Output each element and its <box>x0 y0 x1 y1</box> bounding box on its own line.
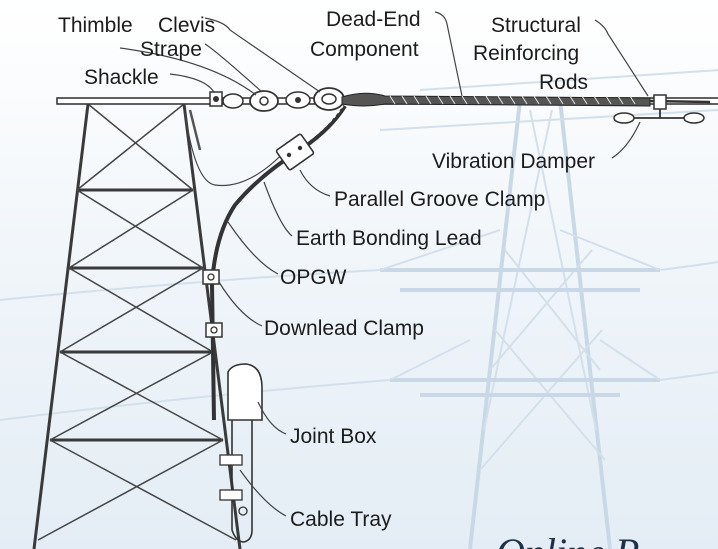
label-structural-line2: Reinforcing <box>473 42 579 65</box>
label-shackle: Shackle <box>84 66 159 89</box>
damper-clamp <box>653 94 667 110</box>
joint-box-body <box>227 363 263 421</box>
strape-link <box>249 90 279 112</box>
label-parallel-groove-clamp: Parallel Groove Clamp <box>334 188 545 211</box>
label-clevis: Clevis <box>158 14 215 37</box>
label-strape: Strape <box>140 38 202 61</box>
background-tower-illustration <box>0 69 718 549</box>
label-vibration-damper: Vibration Damper <box>432 150 595 173</box>
shackle-link <box>222 93 244 109</box>
leader-thimble <box>119 47 257 96</box>
leader-downlead-clamp <box>218 281 263 327</box>
label-joint-box: Joint Box <box>290 425 377 448</box>
leader-opgw <box>227 221 279 275</box>
downlead-assembly <box>184 104 347 543</box>
downlead-clamp-lower <box>205 322 223 338</box>
leader-strape <box>204 43 263 93</box>
shackle-bolt-icon <box>213 96 219 102</box>
watermark-heading: Online P <box>496 530 639 549</box>
vibration-damper-weight-right <box>683 112 705 124</box>
leader-clevis <box>204 17 321 93</box>
parallel-groove-clamp-body <box>275 133 315 171</box>
vibration-damper-weight-left <box>613 112 635 124</box>
label-dead-end-line2: Component <box>310 38 419 61</box>
downlead-clamp-upper <box>202 269 220 285</box>
earth-bonding-lead-wire <box>184 111 291 187</box>
leader-cable-tray <box>239 469 287 517</box>
label-opgw: OPGW <box>280 266 347 289</box>
callout-labels: Thimble Clevis Strape Shackle Dead-End C… <box>58 8 595 531</box>
dead-end-assembly <box>209 87 711 124</box>
leader-joint-box <box>257 401 287 435</box>
label-earth-bonding-lead: Earth Bonding Lead <box>296 227 482 250</box>
leader-structural-rods <box>594 19 649 97</box>
opgw-downlead-cable <box>209 104 347 421</box>
label-structural-line1: Structural <box>491 14 581 37</box>
label-dead-end-line1: Dead-End <box>326 8 421 31</box>
leader-vibration-damper <box>611 121 641 159</box>
label-structural-line3: Rods <box>539 71 588 94</box>
cable-tray-loop <box>231 420 253 543</box>
dead-end-component-rods <box>341 92 651 107</box>
label-downlead-clamp: Downlead Clamp <box>264 317 424 340</box>
leader-dead-end <box>434 11 463 97</box>
leader-lines <box>119 11 649 517</box>
leader-shackle <box>169 73 215 93</box>
label-thimble: Thimble <box>58 14 133 37</box>
leader-earth-bonding-lead <box>263 181 293 237</box>
label-cable-tray: Cable Tray <box>290 508 392 531</box>
leader-parallel-groove-clamp <box>299 169 331 197</box>
